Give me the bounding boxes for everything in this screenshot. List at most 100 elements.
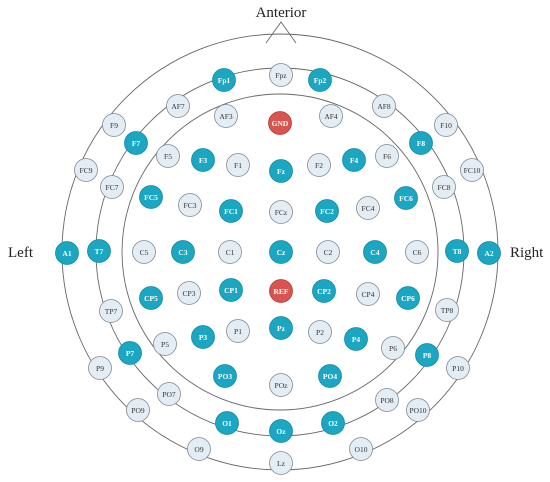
electrode-label: F4 [350,156,359,165]
electrode-label: F8 [417,139,426,148]
electrode-c2: C2 [316,240,340,264]
electrode-marker [100,175,124,199]
electrode-label: FC1 [224,207,238,216]
electrode-label: P10 [452,364,464,373]
electrode-marker [405,240,429,264]
electrode-label: Lz [277,459,286,468]
electrode-oz: Oz [269,419,293,443]
electrode-label: F6 [383,152,391,161]
electrode-marker [139,286,163,310]
electrode-po10: PO10 [406,398,430,422]
electrode-marker [356,196,380,220]
electrode-f1: F1 [226,153,250,177]
electrode-o10: O10 [349,437,373,461]
electrode-marker [99,299,123,323]
electrode-marker [269,419,293,443]
electrode-marker [344,327,368,351]
electrode-marker [88,356,112,380]
electrode-label: PO8 [380,396,394,405]
electrode-marker [432,175,456,199]
electrode-c4: C4 [363,240,387,264]
electrode-fc7: FC7 [100,175,124,199]
electrode-label: P1 [234,327,242,336]
electrode-marker [191,148,215,172]
electrode-label: CP2 [317,287,331,296]
electrode-marker [226,319,250,343]
electrode-marker [415,343,439,367]
electrode-label: FC9 [80,166,93,175]
electrode-label: T8 [453,247,462,256]
anterior-label: Anterior [256,5,307,21]
electrode-marker [219,199,243,223]
electrode-marker [372,94,396,118]
electrode-label: F7 [132,139,141,148]
electrode-f3: F3 [191,148,215,172]
electrode-label: P6 [389,344,397,353]
electrode-marker [166,94,190,118]
electrode-marker [315,199,339,223]
electrode-label: P5 [161,340,169,349]
electrode-o9: O9 [187,437,211,461]
electrode-label: F1 [234,161,242,170]
electrode-marker [375,144,399,168]
electrode-po7: PO7 [157,382,181,406]
electrode-marker [102,113,126,137]
electrode-marker [139,185,163,209]
electrode-label: P4 [352,335,361,344]
electrode-cp6: CP6 [396,286,420,310]
electrode-label: TP8 [441,306,454,315]
electrode-marker [269,63,293,87]
electrode-fc2: FC2 [315,199,339,223]
electrode-marker [187,437,211,461]
electrode-label: FC10 [464,166,481,175]
electrode-label: F2 [315,161,323,170]
electrode-marker [218,240,242,264]
electrode-fc8: FC8 [432,175,456,199]
electrode-marker [375,388,399,412]
electrode-label: O10 [355,445,368,454]
electrode-fc10: FC10 [460,158,484,182]
electrode-marker [460,158,484,182]
electrode-label: Pz [277,324,286,333]
electrode-marker [312,279,336,303]
electrode-label: F10 [440,121,452,130]
electrode-marker [269,451,293,475]
electrode-label: FC8 [438,183,451,192]
electrode-marker [381,336,405,360]
electrode-label: P8 [423,351,432,360]
right-label: Right [510,245,544,261]
electrode-f10: F10 [434,113,458,137]
electrode-o1: O1 [215,411,239,435]
electrode-t7: T7 [87,239,111,263]
electrode-label: Fp1 [218,76,231,85]
electrode-label: C5 [140,248,149,257]
electrode-marker [356,282,380,306]
electrode-f9: F9 [102,113,126,137]
electrode-ref: REF [269,279,293,303]
electrode-fp2: Fp2 [308,68,332,92]
electrode-marker [153,332,177,356]
electrode-gnd: GND [268,111,292,135]
electrode-c1: C1 [218,240,242,264]
electrode-label: A1 [62,249,71,258]
electrode-label: FC5 [144,193,158,202]
electrode-p7: P7 [118,341,142,365]
electrode-marker [226,153,250,177]
electrode-label: FC7 [106,183,119,192]
head-inner-circle [121,93,439,411]
electrode-marker [213,364,237,388]
electrode-fc6: FC6 [394,186,418,210]
electrode-label: CP4 [362,290,375,299]
electrode-marker [269,316,293,340]
electrode-marker [214,104,238,128]
electrode-fc9: FC9 [74,158,98,182]
electrode-af4: AF4 [319,104,343,128]
electrode-label: CP5 [144,294,158,303]
electrode-marker [446,356,470,380]
electrode-marker [477,241,501,265]
electrode-label: P2 [316,328,324,337]
electrode-a1: A1 [55,241,79,265]
electrode-lz: Lz [269,451,293,475]
